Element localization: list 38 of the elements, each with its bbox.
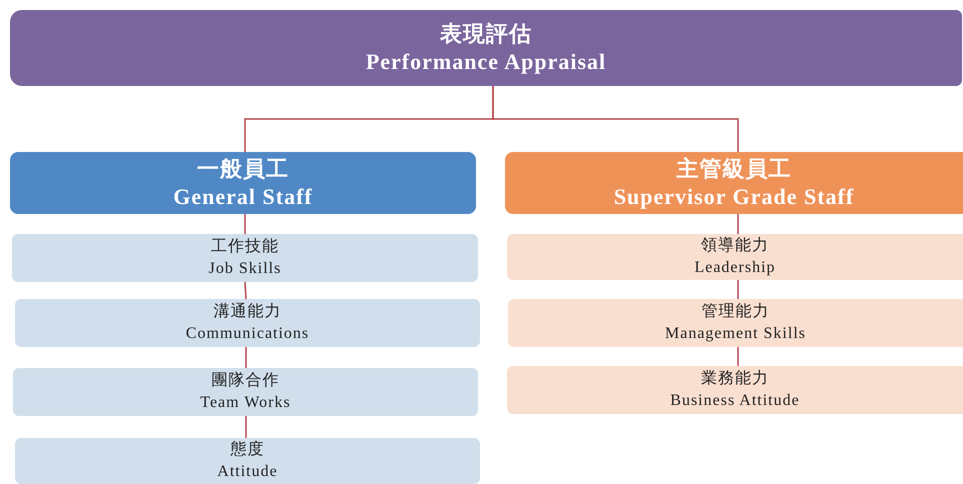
english-title: Attitude <box>217 462 278 482</box>
chinese-title: 管理能力 <box>702 302 770 322</box>
connector-line <box>244 214 246 234</box>
chinese-title: 團隊合作 <box>212 370 280 391</box>
english-title: Management Skills <box>665 324 806 344</box>
english-title: Leadership <box>694 258 776 278</box>
connector-line <box>244 282 247 300</box>
root-box <box>10 10 962 86</box>
connector-line <box>245 416 247 438</box>
chinese-title: 表現評估 <box>440 20 532 48</box>
item-box <box>15 438 480 484</box>
category-box <box>10 152 476 214</box>
chinese-title: 工作技能 <box>211 236 279 257</box>
english-title: Supervisor Grade Staff <box>614 183 854 211</box>
item-box <box>507 234 963 280</box>
item-box <box>13 368 478 416</box>
item-box <box>12 234 478 282</box>
chinese-title: 業務能力 <box>701 368 769 389</box>
item-box <box>15 299 480 347</box>
chinese-title: 領導能力 <box>701 236 769 256</box>
chinese-title: 一般員工 <box>197 155 289 183</box>
connector-line <box>737 214 739 234</box>
category-box <box>505 152 963 214</box>
connector-line <box>737 347 739 366</box>
item-box <box>507 366 963 414</box>
chinese-title: 溝通能力 <box>214 302 282 322</box>
english-title: General Staff <box>173 183 313 211</box>
connector-line <box>737 280 739 299</box>
english-title: Business Attitude <box>670 391 800 411</box>
chinese-title: 態度 <box>230 440 264 460</box>
english-title: Communications <box>186 324 310 344</box>
chinese-title: 主管級員工 <box>676 155 792 183</box>
english-title: Job Skills <box>208 259 282 279</box>
item-box <box>508 299 963 347</box>
connector-line <box>245 347 247 368</box>
english-title: Team Works <box>200 393 291 413</box>
english-title: Performance Appraisal <box>366 48 606 76</box>
connector-line <box>492 86 739 152</box>
